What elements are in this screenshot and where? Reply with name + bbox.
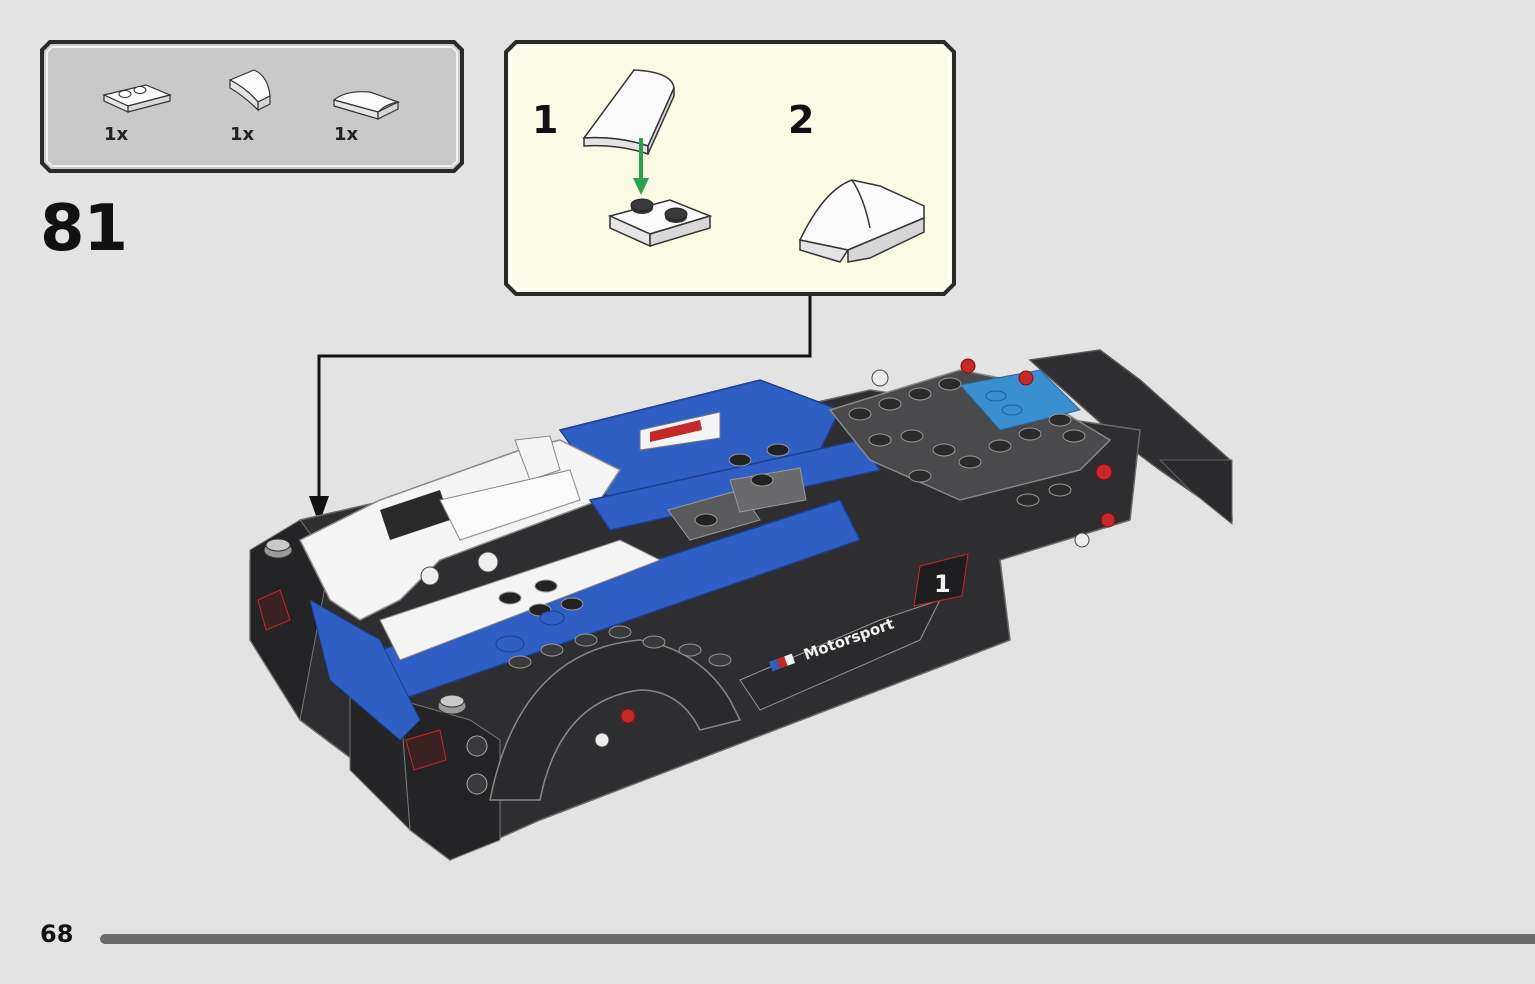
white-curved-slope-flat-icon — [332, 91, 401, 120]
green-arrow-icon — [633, 138, 649, 195]
white-curved-slope-icon — [228, 69, 271, 112]
page-number: 68 — [40, 920, 74, 948]
white-plate-1x2-icon — [607, 198, 713, 248]
curved-slope-piece-icon — [582, 69, 675, 156]
race-number-decal: 1 — [934, 570, 951, 598]
part-quantity: 1x — [104, 124, 129, 145]
page-progress-bar — [100, 934, 1535, 944]
white-plate-1x2-icon — [102, 84, 172, 113]
combined-slope-assembly-icon — [798, 179, 925, 263]
callout-pointer-line — [309, 296, 812, 524]
bmw-m-stripes-icon — [769, 653, 796, 672]
part-quantity: 1x — [334, 124, 359, 145]
sub-step-label: 2 — [788, 98, 815, 142]
part-quantity: 1x — [230, 124, 255, 145]
parts-list-callout: 1x 1x 1x — [40, 40, 464, 173]
sub-assembly-callout: 1 2 — [504, 40, 956, 296]
step-number: 81 — [40, 192, 128, 266]
sub-step-label: 1 — [532, 98, 559, 142]
